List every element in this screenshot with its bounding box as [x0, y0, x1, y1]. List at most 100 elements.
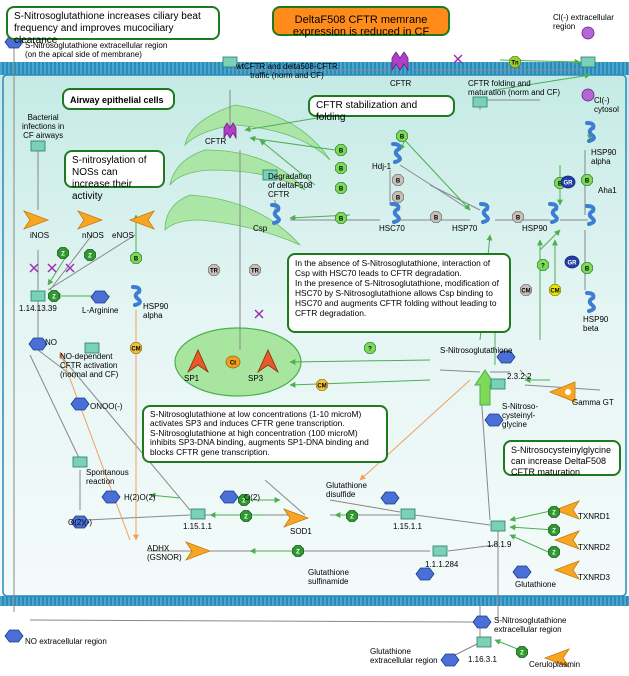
label-ec-1-15-1-1b: 1.15.1.1	[393, 522, 422, 531]
label-degradation: Degradation of deltaF508 CFTR	[268, 172, 313, 199]
cm-badge-1-text: CM	[131, 347, 140, 353]
label-o2m: O(2)(-)	[68, 518, 92, 527]
label-h2o2: H(2)O(2)	[124, 493, 156, 502]
label-sp3: SP3	[248, 374, 264, 383]
h2o2-hexagon	[101, 490, 121, 504]
z-badge-11	[516, 646, 528, 658]
note-deltaf508: DeltaF508 CFTR memrane expression is red…	[272, 6, 450, 38]
b-badge-hdj1-text: B	[400, 135, 405, 141]
gr-badge-2-text: GR	[568, 261, 578, 267]
label-gssg: Glutathione disulfide	[326, 481, 367, 499]
gsno-hexagon	[496, 350, 516, 364]
z-badge-2	[84, 249, 96, 261]
csp-chaperone	[270, 203, 281, 225]
z-badge-4-text: Z	[242, 499, 246, 505]
z-badge-11-text: Z	[520, 651, 524, 657]
label-ec-1-8-1-9: 1.8.1.9	[487, 540, 512, 549]
hsp90a-r-chaperone	[585, 121, 596, 143]
degradation-square	[262, 169, 278, 181]
gs-sulfinamide-hexagon	[415, 567, 435, 581]
note-concentration: S-Nitrosoglutathione at low concentratio…	[142, 405, 388, 463]
z-badge-3-text: Z	[52, 295, 56, 301]
label-nnos: nNOS	[82, 231, 104, 240]
z-badge-3	[48, 290, 60, 302]
hsp90-chaperone	[548, 202, 559, 224]
txnrd2-protein	[553, 530, 581, 550]
tr-badge-1-text: TR	[210, 269, 219, 275]
inhibition-marks	[29, 54, 463, 319]
tn-badge	[509, 56, 521, 68]
gr-badge-2	[564, 255, 580, 269]
label-hsp90: HSP90	[522, 224, 548, 233]
label-onoo: ONOO(-)	[90, 402, 123, 411]
txnrd3-protein	[553, 560, 581, 580]
note-stabilization: CFTR stabilization and folding	[308, 95, 455, 123]
b-grey-2-text: B	[396, 196, 401, 202]
z-badge-7	[292, 545, 304, 557]
cm-badge-2-text: CM	[317, 384, 326, 390]
ec-2-3-2-2-square	[490, 378, 506, 390]
hsp90a-l-chaperone	[131, 285, 142, 307]
label-glutathione: Glutathione	[515, 580, 556, 589]
note-absence-csp: In the absence of S-Nitrosoglutathione, …	[287, 253, 511, 333]
sp3-factor	[257, 349, 279, 374]
label-txnrd1: TXNRD1	[578, 512, 611, 521]
cl-cyto-sphere	[581, 88, 595, 102]
gsno-extra-bottom-hexagon	[472, 615, 492, 629]
z-badge-1-text: Z	[61, 252, 65, 258]
label-cl-extra: Cl(-) extracellular region	[553, 13, 614, 31]
b-grey-4-text: B	[516, 216, 521, 222]
snitroso-cys-hexagon	[484, 413, 504, 427]
b-badge-3	[335, 182, 347, 194]
edges-grey	[13, 44, 601, 661]
hsc70-chaperone	[390, 202, 401, 224]
txnrd1-protein	[553, 500, 581, 520]
cm-badge-1	[130, 342, 142, 354]
label-hdj1: Hdj-1	[372, 162, 392, 171]
b-badge-2	[335, 162, 347, 174]
label-cftr-mid: CFTR	[205, 137, 227, 146]
l-arginine-hexagon	[90, 290, 110, 304]
note-cysteinylglycine: S-Nitrosocysteinylglycine can increase D…	[503, 440, 621, 477]
z-badge-9	[548, 524, 560, 536]
cm-badge-4	[520, 284, 532, 296]
gr-badge-1	[560, 175, 576, 189]
golgi-crescents	[164, 104, 331, 246]
sp1-factor	[187, 349, 209, 374]
label-sp1: SP1	[184, 374, 200, 383]
note-ciliary: S-Nitrosoglutathione increases ciliary b…	[6, 6, 220, 46]
label-gs-sulfinamide: Glutathione sulfinamide	[308, 568, 349, 586]
apical-membrane	[0, 62, 629, 75]
label-ec-1-16-3-1: 1.16.3.1	[468, 655, 497, 664]
tr-badge-1	[208, 264, 220, 276]
z-badge-6-text: Z	[350, 515, 354, 521]
bacterial-square	[30, 140, 46, 152]
b-badge-hsp90b-text: B	[585, 267, 590, 273]
cl-channel-square	[580, 56, 596, 68]
z-badge-2-text: Z	[88, 254, 92, 260]
label-inos: iNOS	[30, 231, 50, 240]
gsh-extra-hexagon	[440, 653, 460, 667]
label-hsp70: HSP70	[452, 224, 478, 233]
label-ec-1-1-1-284: 1.1.1.284	[425, 560, 459, 569]
ec-1-1-1-284-square	[432, 545, 448, 557]
b-badge-hsp90b	[581, 262, 593, 274]
z-badge-6	[346, 510, 358, 522]
label-txnrd3: TXNRD3	[578, 573, 611, 582]
z-badge-5	[240, 510, 252, 522]
gr-badge-1-text: GR	[564, 181, 574, 187]
label-hsc70: HSC70	[379, 224, 405, 233]
cl-extra-sphere	[581, 26, 595, 40]
label-no-extra: NO extracellular region	[25, 637, 107, 646]
label-no-dependent: NO-dependent CFTR activation (normal and…	[60, 352, 119, 379]
basal-membrane	[0, 596, 629, 606]
label-cftr-folding: CFTR folding and maturation (norm and CF…	[468, 79, 561, 97]
tn-badge-text: Tn	[511, 61, 519, 67]
label-ceruloplasmin: Ceruloplasmin	[529, 660, 581, 669]
b-badge-3-text: B	[339, 187, 344, 193]
no-dependent-square	[84, 342, 100, 354]
note-airway: Airway epithelial cells	[62, 88, 175, 110]
label-no: NO	[45, 338, 57, 347]
ec-1-15-1-1b-square	[400, 508, 416, 520]
cm-badge-3	[549, 284, 561, 296]
